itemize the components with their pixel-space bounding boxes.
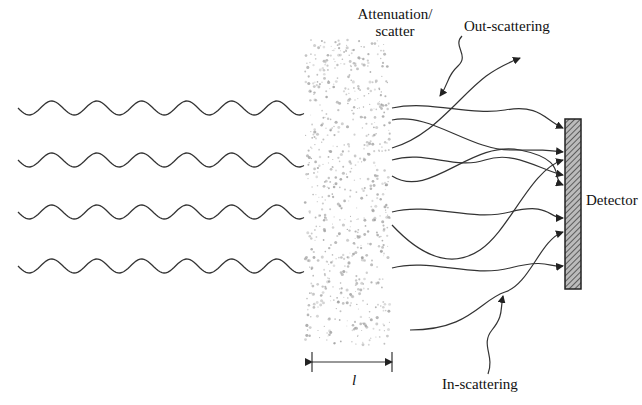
incident-waves xyxy=(18,101,304,273)
detector-plate xyxy=(564,118,584,290)
detector: Detector xyxy=(564,118,642,290)
annotation: In-scattering xyxy=(440,376,520,393)
detector-label: Detector xyxy=(586,192,638,209)
scattered-rays xyxy=(312,36,563,374)
dimension-label: l xyxy=(350,372,358,389)
annotation: Out-scattering xyxy=(462,18,552,35)
scatter-cloud xyxy=(304,39,391,347)
region-label: Attenuation/ scatter xyxy=(343,6,447,40)
